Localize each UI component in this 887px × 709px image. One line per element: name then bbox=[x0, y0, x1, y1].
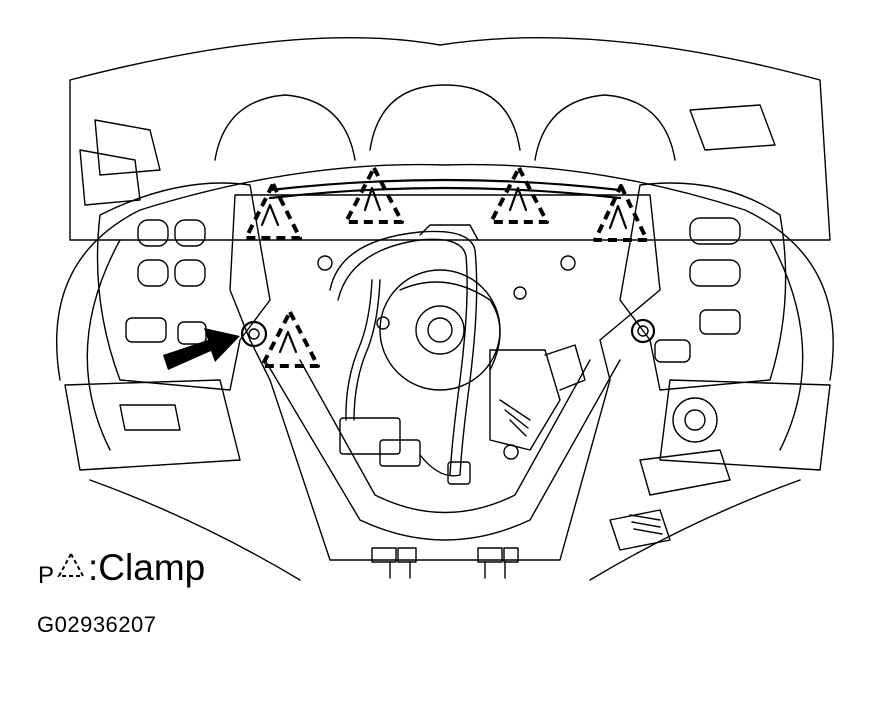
figure-code: G02936207 bbox=[37, 612, 157, 637]
right-screw-icon bbox=[632, 320, 654, 342]
legend-prefix: P bbox=[38, 562, 55, 589]
legend-label: :Clamp bbox=[88, 547, 206, 588]
clamp-marker-4 bbox=[595, 186, 647, 240]
clamp-marker-3 bbox=[491, 168, 547, 222]
left-switch-pad bbox=[98, 183, 271, 390]
left-screw-icon bbox=[242, 322, 266, 346]
instrument-cluster bbox=[70, 38, 830, 240]
center-pad-frame bbox=[230, 180, 660, 560]
clamp-marker-1 bbox=[246, 184, 300, 238]
clamp-legend: P :Clamp bbox=[38, 538, 205, 588]
right-switch-pad bbox=[620, 183, 786, 390]
steering-wheel-body bbox=[57, 165, 834, 580]
right-knob bbox=[673, 398, 717, 442]
clamp-marker-2 bbox=[346, 168, 402, 222]
clamp-marker-5 bbox=[262, 312, 318, 366]
pointer-arrow-icon bbox=[163, 328, 240, 370]
spiral-cable-hub bbox=[380, 270, 500, 390]
wire-harness bbox=[330, 225, 478, 484]
dashed-triangle-clamp-icon bbox=[57, 551, 85, 577]
lower-spoke-connectors bbox=[372, 548, 518, 578]
right-connector bbox=[490, 345, 585, 459]
